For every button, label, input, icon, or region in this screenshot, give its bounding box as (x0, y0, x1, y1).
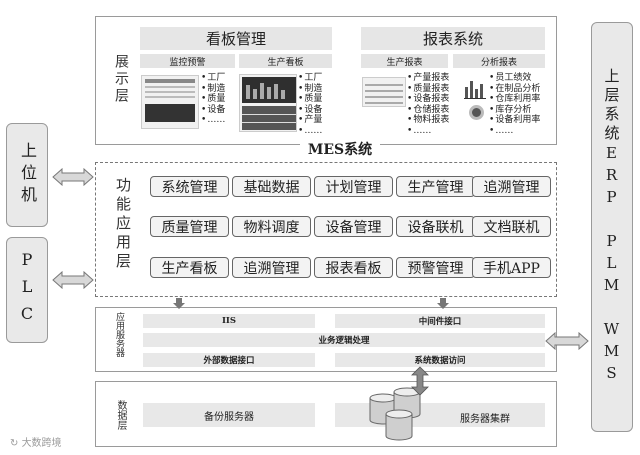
system-data-access-bar: 系统数据访问 (335, 353, 545, 367)
kanban-title-bar: 看板管理 (140, 27, 332, 50)
module-system-management: 系统管理 (150, 176, 229, 197)
kanban-production-list: 工厂 制造 质量 设备 产量 …… (298, 73, 322, 137)
analysis-gauge-thumbnail (469, 105, 484, 120)
analysis-bar-thumbnail (464, 77, 488, 99)
production-report-list: 产量报表 质量报表 设备报表 仓储报表 物料报表 …… (407, 73, 449, 137)
database-cluster-icon (366, 384, 446, 444)
host-computer-label: 上位机 (15, 142, 39, 208)
upper-system-label: 上层系统ERP PLM WMS (602, 68, 623, 386)
watermark-logo-icon: ↻ (10, 438, 22, 449)
module-quality-management: 质量管理 (150, 216, 229, 237)
module-equipment-management: 设备管理 (314, 216, 393, 237)
report-title: 报表系统 (423, 28, 483, 49)
down-arrow-right-icon (437, 298, 449, 310)
module-equipment-online: 设备联机 (396, 216, 475, 237)
function-layer-label: 功能应用层 (113, 177, 134, 272)
module-material-dispatch: 物料调度 (232, 216, 311, 237)
module-plan-management: 计划管理 (314, 176, 393, 197)
module-traceability-management-2: 追溯管理 (232, 257, 311, 278)
production-report-thumbnail (362, 77, 406, 107)
module-traceability-management: 追溯管理 (472, 176, 551, 197)
kanban-tab-monitor: 监控预警 (140, 54, 235, 68)
vertical-double-arrow-icon (411, 366, 429, 396)
module-mobile-app: 手机APP (472, 257, 551, 278)
middleware-interface-bar: 中间件接口 (335, 314, 545, 328)
mes-system-label: MES系统 (300, 139, 380, 159)
kanban-title: 看板管理 (206, 28, 266, 49)
report-title-bar: 报表系统 (361, 27, 545, 50)
monitor-thumbnail (141, 75, 199, 129)
report-tab-production: 生产报表 (361, 54, 448, 68)
kanban-tab-production: 生产看板 (239, 54, 332, 68)
report-tab-analysis: 分析报表 (453, 54, 545, 68)
backup-server-bar: 备份服务器 (143, 403, 315, 427)
kanban-monitor-list: 工厂 制造 质量 设备 …… (201, 73, 225, 126)
app-server-layer-label: 应用服务器 (113, 312, 124, 357)
external-data-interface-bar: 外部数据接口 (143, 353, 315, 367)
data-layer-label: 数据层 (113, 400, 128, 430)
business-logic-bar: 业务逻辑处理 (143, 333, 545, 347)
down-arrow-left-icon (173, 298, 185, 310)
server-cluster-label: 服务器集群 (460, 410, 510, 425)
iis-bar: IIS (143, 314, 315, 328)
host-computer-box: 上位机 (6, 123, 48, 227)
module-production-management: 生产管理 (396, 176, 475, 197)
double-arrow-plc-icon (52, 271, 94, 289)
double-arrow-host-icon (52, 168, 94, 186)
plc-label: PLC (18, 250, 37, 331)
watermark: ↻ 大数跨境 (10, 434, 62, 449)
module-report-kanban: 报表看板 (314, 257, 393, 278)
module-document-online: 文档联机 (472, 216, 551, 237)
module-alert-management: 预警管理 (396, 257, 475, 278)
display-layer-label: 展示层 (111, 54, 131, 105)
analysis-report-list: 员工绩效 在制品分析 仓库利用率 库存分析 设备利用率 …… (489, 73, 540, 137)
module-basic-data: 基础数据 (232, 176, 311, 197)
production-thumbnail (239, 74, 297, 132)
module-production-kanban: 生产看板 (150, 257, 229, 278)
double-arrow-upper-system-icon (545, 332, 589, 350)
plc-box: PLC (6, 237, 48, 343)
upper-system-box: 上层系统ERP PLM WMS (591, 22, 633, 432)
